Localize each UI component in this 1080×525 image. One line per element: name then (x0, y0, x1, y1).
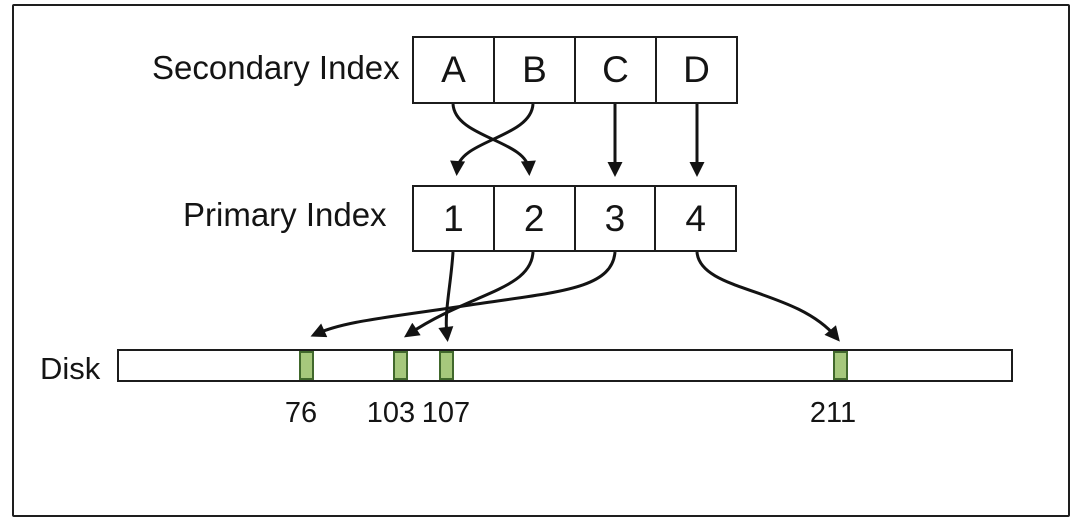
primary-cell-3: 3 (573, 187, 655, 250)
disk-offset-label-103: 103 (366, 397, 416, 429)
secondary-index-row: A B C D (412, 36, 738, 104)
primary-index-label: Primary Index (183, 196, 387, 233)
secondary-cell-a: A (441, 49, 466, 90)
secondary-cell-d: D (655, 38, 736, 102)
secondary-index-label: Secondary Index (152, 49, 400, 86)
secondary-cell-b: B (493, 38, 574, 102)
diagram-border (12, 4, 1070, 517)
disk-offset-label-211: 211 (809, 397, 857, 429)
disk-block-76 (299, 351, 314, 380)
primary-cell-1: 1 (443, 197, 464, 239)
disk-block-211 (833, 351, 848, 380)
disk-bar (117, 349, 1013, 382)
primary-index-row: 1 2 3 4 (412, 185, 737, 252)
primary-cell-2: 2 (492, 187, 574, 250)
secondary-cell-c: C (574, 38, 655, 102)
disk-label: Disk (40, 351, 101, 386)
disk-offset-label-76: 76 (284, 397, 318, 429)
disk-offset-label-107: 107 (421, 397, 471, 429)
disk-block-107 (439, 351, 454, 380)
primary-cell-4: 4 (654, 187, 735, 250)
disk-block-103 (393, 351, 408, 380)
